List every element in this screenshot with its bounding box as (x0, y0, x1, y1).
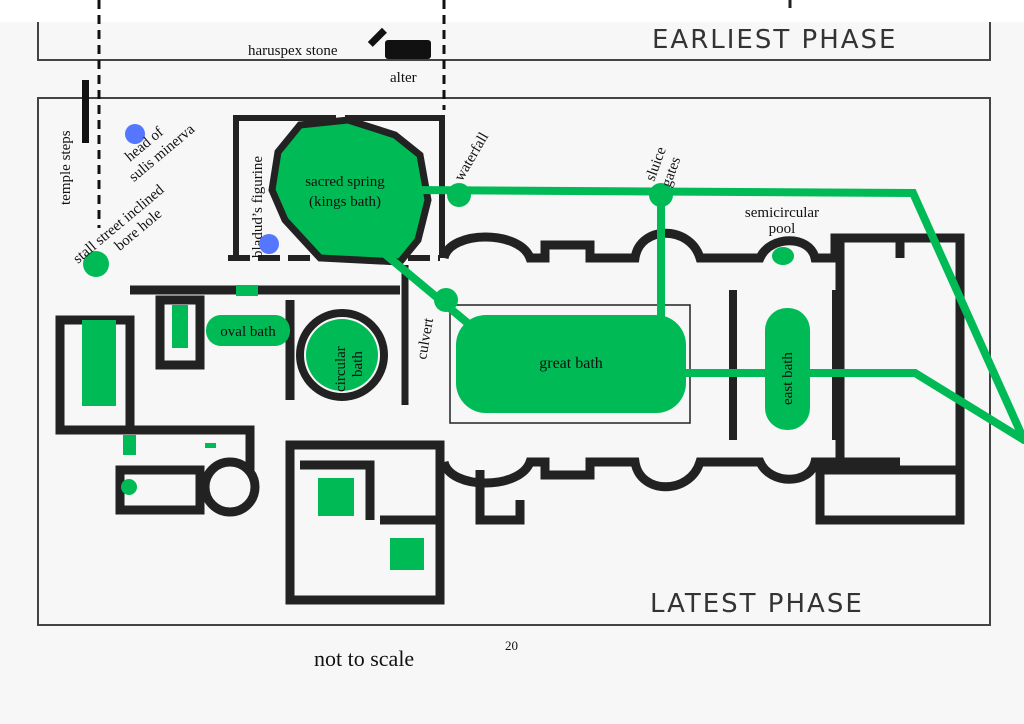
haruspex-stone-marker (367, 27, 387, 47)
sacred-spring-label: sacred spring (kings bath) (305, 174, 385, 210)
waterfall-channel (406, 186, 1024, 444)
temple-steps-label: temple steps (58, 130, 74, 205)
bore-hole-marker (83, 251, 109, 277)
great-bath-pool (456, 315, 686, 413)
east-bath-label: east bath (780, 352, 796, 405)
sacred-spring-label-line2: (kings bath) (309, 194, 381, 210)
earliest-phase-label: EARLIEST PHASE (652, 25, 897, 55)
east-bath-pool (765, 308, 810, 430)
sacred-spring-label-line1: sacred spring (305, 174, 385, 190)
oval-bath-pool (206, 315, 290, 346)
bladuds-figurine-label: bladud’s figurine (250, 156, 266, 258)
sluice-gates-marker (649, 183, 673, 207)
waterfall-marker (447, 183, 471, 207)
sacred-spring-pool (268, 116, 432, 266)
culvert-label: culvert (414, 316, 437, 361)
circular-bath-label-line1: circular (333, 346, 349, 392)
alter-marker (385, 40, 431, 59)
temple-steps-marker (82, 80, 89, 143)
great-bath-label: great bath (539, 355, 603, 372)
page-number: 20 (505, 638, 518, 653)
culvert-channel (376, 246, 474, 329)
head-of-sulis-minerva-marker (125, 124, 145, 144)
not-to-scale-note: not to scale (314, 646, 414, 671)
alter-label: alter (390, 70, 417, 86)
semicircular-pool (772, 247, 794, 265)
circular-bath-pool (306, 319, 378, 391)
bladuds-figurine-marker (259, 234, 279, 254)
circular-bath-label-line2: bath (350, 351, 366, 377)
semicircular-pool-label-line2: pool (769, 221, 796, 237)
small-pools (82, 285, 424, 570)
outflow-channel (682, 369, 1024, 444)
oval-bath-label: oval bath (220, 324, 276, 340)
semicircular-pool-label-line1: semicircular (745, 205, 819, 221)
culvert-marker (434, 288, 458, 312)
haruspex-stone-label: haruspex stone (248, 43, 338, 59)
latest-phase-label: LATEST PHASE (650, 589, 864, 619)
earliest-phase-frame (37, 22, 991, 61)
